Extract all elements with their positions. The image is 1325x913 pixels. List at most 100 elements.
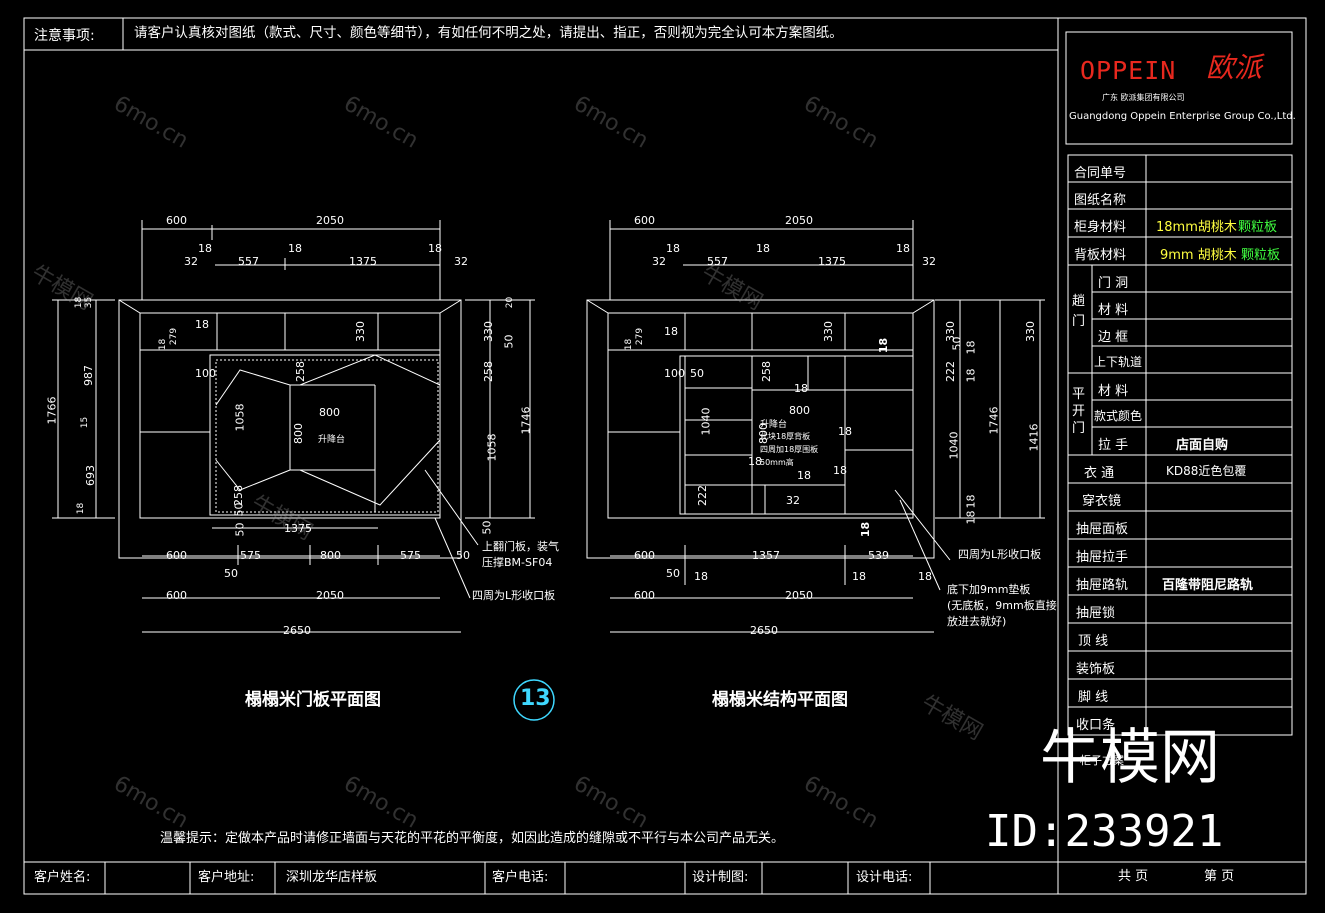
dim-label: 18 <box>964 368 978 383</box>
warm-tip: 温馨提示：定做本产品时请修正墙面与天花的平花的平衡度，如因此造成的缝隙或不平行与… <box>160 831 785 846</box>
dim-label: 50 <box>456 549 470 562</box>
dim-label: 222 <box>696 485 709 506</box>
dim-label: 18 <box>918 570 932 583</box>
total-pages-label: 共 页 <box>1118 869 1149 884</box>
dim-label: 50 <box>224 567 238 580</box>
callout-pad: 放进去就好) <box>947 615 1007 628</box>
dim-label: 18 <box>756 242 770 255</box>
dim-label: 50 <box>502 334 516 349</box>
dim-label: 18 <box>833 464 847 477</box>
company-en: Guangdong Oppein Enterprise Group Co.,Lt… <box>1069 111 1296 122</box>
dim-label: 1058 <box>485 433 499 462</box>
dim-label: 18 <box>76 502 87 515</box>
dim-label: 1416 <box>1027 423 1041 452</box>
outer-frame <box>23 17 1307 895</box>
lift-table-label: 升降台 <box>760 420 788 430</box>
dim-label: 18 <box>195 318 209 331</box>
cabinet-plan-label: 柜子方案 <box>1080 754 1124 767</box>
mirror-label: 穿衣镜 <box>1082 494 1122 509</box>
hinged-door-group-label: 平开门 <box>1072 387 1086 436</box>
dim-label: 330 <box>822 321 835 342</box>
dim-label: 1746 <box>519 406 533 435</box>
drawer-lock-label: 抽屉锁 <box>1076 606 1116 621</box>
dim-label: 100 <box>195 367 216 380</box>
dim-label: 32 <box>922 255 936 268</box>
dim-label: 1357 <box>752 549 780 562</box>
callout-pad: 底下加9mm垫板 <box>947 583 1031 596</box>
callout-l-edge: 四周为L形收口板 <box>958 548 1042 561</box>
drawer-rail-label: 抽屉路轨 <box>1076 578 1129 593</box>
foot-line-label: 脚 线 <box>1078 690 1109 705</box>
dim-label: 32 <box>184 255 198 268</box>
drawing-name-label: 图纸名称 <box>1074 193 1127 208</box>
designer-phone-label: 设计电话: <box>856 870 913 885</box>
dim-label: 575 <box>400 549 421 562</box>
customer-name-label: 客户姓名: <box>34 870 91 885</box>
dim-label: 18 <box>838 425 852 438</box>
dim-label: 1058 <box>233 403 247 432</box>
dim-label: 539 <box>868 549 889 562</box>
dim-label: 258 <box>482 361 495 382</box>
dim-label: 2650 <box>750 624 778 637</box>
deco-board-label: 装饰板 <box>1076 662 1116 677</box>
door-hole-label: 门 洞 <box>1098 276 1129 291</box>
dim-label: 2050 <box>785 589 813 602</box>
dim-label: 1040 <box>699 407 713 436</box>
body-material-label: 柜身材料 <box>1074 220 1127 235</box>
handle-value: 店面自购 <box>1176 438 1229 453</box>
dim-label: 18 <box>666 242 680 255</box>
left-plan-title: 榻榻米门板平面图 <box>245 690 381 710</box>
dim-label: 18 <box>794 382 808 395</box>
oppein-logo: OPPEIN <box>1080 56 1177 85</box>
lift-note: 四周加18厚围板 <box>760 445 819 454</box>
dim-label: 600 <box>634 589 655 602</box>
drawer-handle-label: 抽屉拉手 <box>1076 550 1129 565</box>
dim-label: 18 <box>964 494 978 509</box>
edge-frame-label: 边 框 <box>1098 330 1129 345</box>
dim-label: 1375 <box>284 522 312 535</box>
dim-label: 18 <box>624 338 635 351</box>
drafter-label: 设计制图: <box>692 870 749 885</box>
right-plan-lines <box>586 220 1045 633</box>
top-line-label: 顶 线 <box>1078 634 1109 649</box>
dim-label: 18 <box>859 521 873 538</box>
contract-no-label: 合同单号 <box>1074 166 1127 181</box>
dim-label: 557 <box>707 255 728 268</box>
sliding-material-label: 材 料 <box>1098 303 1129 318</box>
company-cn: 广东 欧派集团有限公司 <box>1102 93 1185 102</box>
dim-label: 18 <box>748 455 762 468</box>
dim-label: 2650 <box>283 624 311 637</box>
dim-label: 557 <box>238 255 259 268</box>
watermark-id: ID:233921 <box>985 806 1224 857</box>
dim-label: 693 <box>84 465 97 486</box>
dim-label: 100 <box>664 367 685 380</box>
dim-label: 18 <box>852 570 866 583</box>
dim-label: 18 <box>198 242 212 255</box>
dim-label: 50 <box>232 502 246 517</box>
dim-label: 600 <box>634 214 655 227</box>
dim-label: 800 <box>292 423 305 444</box>
customer-address-value: 深圳龙华店样板 <box>286 870 378 885</box>
dim-label: 18 <box>964 510 978 525</box>
lift-note: 50mm高 <box>760 458 794 467</box>
dim-label: 18 <box>797 469 811 482</box>
dim-label: 50 <box>950 336 964 351</box>
dim-label: 18 <box>694 570 708 583</box>
hanger-label: 衣 通 <box>1084 466 1115 481</box>
dim-label: 1746 <box>987 406 1001 435</box>
dim-label: 1375 <box>818 255 846 268</box>
dim-label: 279 <box>169 327 180 346</box>
dim-label: 18 <box>896 242 910 255</box>
callout-pad: (无底板，9mm板直接 <box>947 599 1057 612</box>
callout-flip-door-2: 压撑BM-SF04 <box>482 556 553 569</box>
dim-label: 258 <box>294 361 307 382</box>
customer-phone-label: 客户电话: <box>492 870 549 885</box>
rails-label: 上下轨道 <box>1094 355 1143 369</box>
notice-label: 注意事项: <box>34 28 95 44</box>
dim-label: 600 <box>166 214 187 227</box>
back-material-value-a: 9mm 胡桃木 <box>1160 248 1237 263</box>
dim-label: 18 <box>964 340 978 355</box>
sliding-door-group-label: 趟门 <box>1072 294 1086 329</box>
dim-label: 222 <box>944 361 957 382</box>
lift-table-label: 升降台 <box>318 435 346 445</box>
